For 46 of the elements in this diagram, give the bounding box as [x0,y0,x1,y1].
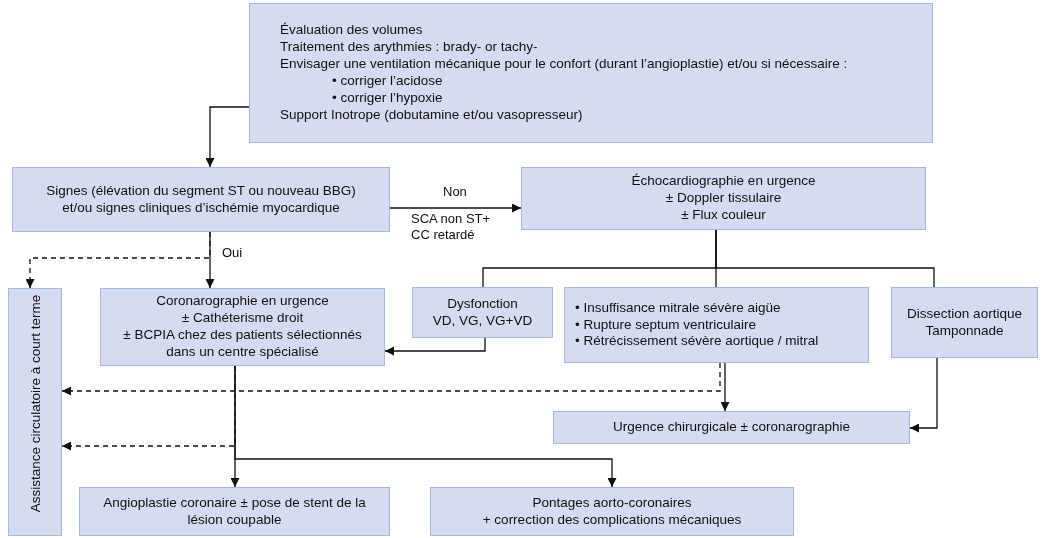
process-box [12,167,390,232]
box-text: • corriger l’acidose [332,73,443,90]
box-text: ± Flux couleur [681,206,766,224]
box-text: Support Inotrope (dobutamine et/ou vasopresseur) [280,106,583,124]
box-text: • Insuffisance mitrale sévère aigüe [575,299,781,317]
connector-line [715,229,935,288]
box-text: • Rupture septum ventriculaire [575,316,757,334]
dashed-arrow [61,362,721,396]
box-text: • Rétrécissement sévère aortique / mitral [575,333,819,351]
process-box [412,287,553,338]
process-box [8,288,62,536]
process-box [553,411,910,444]
process-box [249,3,933,143]
box-text: • corriger l’hypoxie [332,89,443,107]
box-text: ± Doppler tissulaire [665,190,782,207]
process-box [79,487,390,536]
process-box [564,287,869,363]
box-text: + correction des complications mécaniques [482,511,742,529]
box-text: Envisager une ventilation mécanique pour le confort (durant l’angioplastie) et/ou si nécessaire : [280,56,848,73]
box-text: Assistance circulatoire à court terme [27,293,44,515]
box-text: Évaluation des volumes [280,22,423,40]
dashed-arrow [25,231,211,289]
box-text: Urgence chirurgicale ± coronarographie [612,419,850,436]
arrow [720,362,730,412]
process-box [430,487,794,536]
box-text: Angioplastie coronaire ± pose de stent de la lésion coupable [102,494,367,529]
box-text: ± BCPIA chez des patients sélectionnés dans un centre spécialisé [122,327,363,361]
box-text: et/ou signes cliniques d’ischémie myocardique [62,199,340,217]
box-text: Échocardiographie en urgence [631,173,816,191]
box-text: Signes (élévation du segment ST ou nouveau BBG) [46,182,356,200]
box-text: Dysfonction [447,295,518,313]
arrow [234,365,617,488]
process-box [521,167,926,230]
box-text: Dissection aortique [907,305,1022,323]
box-text: Coronarographie en urgence [156,293,329,311]
arrow [384,337,486,356]
box-text: Tamponnade [925,322,1004,340]
box-text: VD, VG, VG+VD [432,312,533,330]
box-text: Pontages aorto-coronaires [532,494,692,512]
arrow [909,357,938,433]
box-text: ± Cathéterisme droit [181,310,304,327]
process-box [891,287,1038,358]
arrow [205,106,250,168]
box-text: Traitement des arythmies : brady- or tachy- [280,39,538,57]
arrow [389,203,522,213]
process-box [100,288,385,366]
